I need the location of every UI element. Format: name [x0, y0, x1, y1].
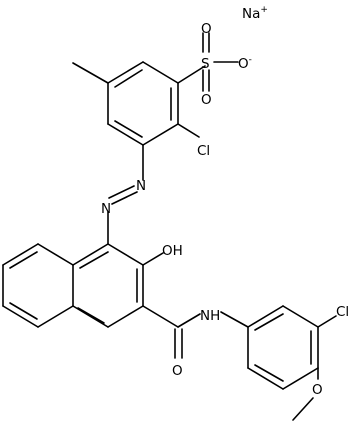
oxygen-label-sulfonyl-top: O	[201, 21, 212, 37]
bond	[111, 191, 138, 205]
atom-label-layer: Na+ O S O- O Cl N N OH NH O Cl O	[101, 5, 349, 398]
bond	[142, 305, 179, 328]
bond	[177, 313, 201, 328]
bond	[108, 185, 135, 199]
bond	[72, 305, 109, 328]
sulfur-label: S	[201, 56, 210, 72]
bond	[37, 243, 74, 266]
bond	[107, 123, 144, 146]
oxygen-label-anion: O-	[238, 55, 252, 72]
bond	[37, 305, 74, 328]
bond	[114, 120, 143, 138]
bond	[142, 61, 179, 84]
bond	[2, 243, 39, 266]
bond	[282, 305, 319, 328]
bond	[220, 311, 249, 328]
bond	[107, 243, 144, 266]
nitrogen-label-azo-2: N	[101, 201, 111, 217]
bond	[9, 302, 38, 320]
hydroxyl-label: OH	[162, 243, 183, 259]
bond	[292, 397, 314, 421]
bond-layer	[2, 32, 337, 421]
amide-nh-label: NH	[200, 308, 220, 324]
bond	[2, 305, 39, 328]
bond	[254, 364, 284, 382]
bond	[72, 62, 109, 84]
sodium-label: Na+	[242, 5, 268, 22]
chlorine-label-lower: Cl	[336, 304, 349, 320]
bond	[72, 243, 109, 266]
nitrogen-label-azo-1: N	[136, 178, 146, 194]
bond	[79, 251, 109, 269]
chlorine-label-upper: Cl	[197, 143, 210, 159]
bond	[142, 123, 179, 146]
bond	[247, 367, 284, 390]
bond	[177, 65, 206, 84]
bond	[107, 305, 144, 328]
bond	[177, 123, 200, 138]
bond	[254, 313, 284, 331]
carbonyl-oxygen-label: O	[172, 363, 183, 379]
bond	[77, 307, 105, 324]
bond	[107, 61, 144, 84]
bond	[282, 367, 319, 390]
bond	[142, 252, 164, 266]
bond	[317, 315, 337, 328]
methoxy-oxygen-label: O	[312, 382, 323, 398]
bond	[9, 251, 38, 269]
oxygen-label-sulfonyl-bottom: O	[201, 92, 212, 108]
bond	[247, 305, 284, 328]
bond	[114, 69, 143, 88]
